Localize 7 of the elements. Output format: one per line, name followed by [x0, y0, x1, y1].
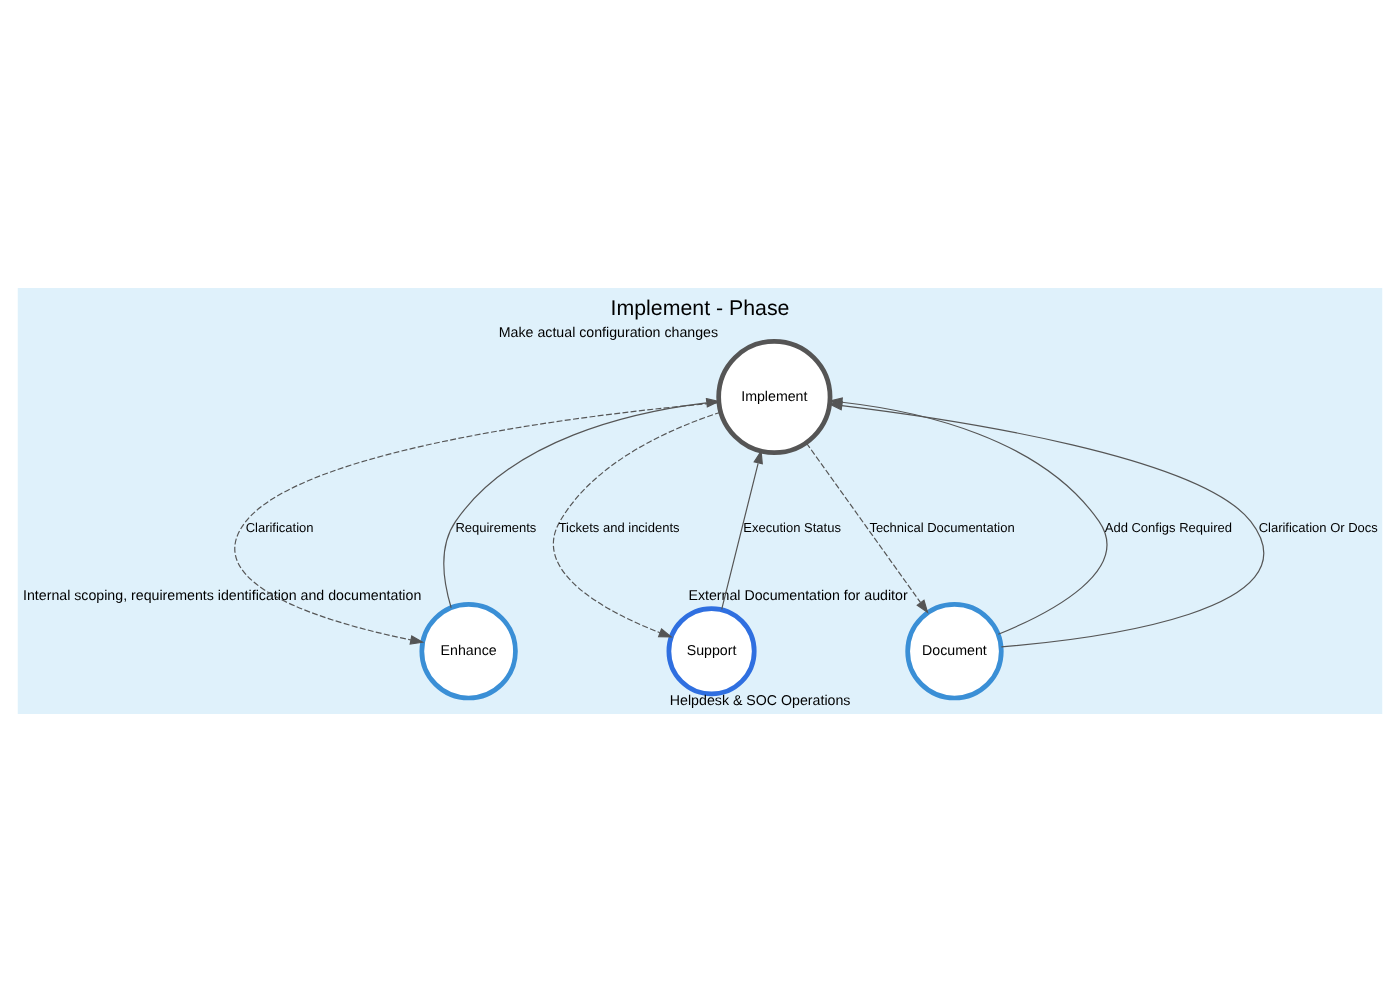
diagram-title: Implement - Phase — [610, 295, 790, 320]
arrow — [805, 441, 929, 613]
arrow — [828, 399, 1264, 647]
arrow — [721, 448, 763, 609]
arrow — [234, 401, 720, 644]
arrow — [443, 396, 721, 608]
arrow — [552, 410, 722, 637]
